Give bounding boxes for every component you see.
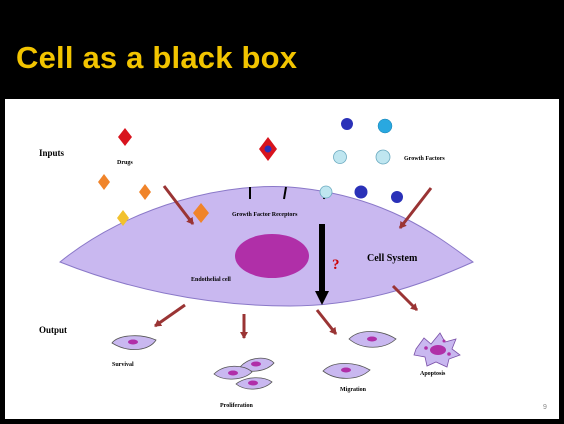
- survival-label: Survival: [112, 362, 134, 368]
- endothelial-cell-label: Endothelial cell: [191, 277, 231, 283]
- page-number: 9: [543, 404, 547, 411]
- apoptosis-label: Apoptosis: [420, 371, 446, 377]
- survival-cell-icon: [112, 336, 156, 350]
- output-label: Output: [39, 325, 67, 335]
- drugs-label: Drugs: [117, 160, 133, 166]
- question-mark: ?: [332, 257, 340, 273]
- inputs-label: Inputs: [39, 148, 65, 158]
- proliferation-label: Proliferation: [220, 403, 254, 409]
- proliferation-cells-icon: [214, 358, 274, 389]
- apoptosis-cell-icon: [414, 333, 460, 367]
- migration-cells-icon: [323, 331, 396, 378]
- migration-label: Migration: [340, 387, 367, 393]
- cell-system-label: Cell System: [367, 253, 418, 264]
- nucleus-shape: [235, 234, 309, 278]
- growth-factor-receptors-label: Growth Factor Receptors: [232, 212, 298, 218]
- growth-factors-label: Growth Factors: [404, 156, 445, 162]
- growth-factor-icons: [320, 118, 403, 203]
